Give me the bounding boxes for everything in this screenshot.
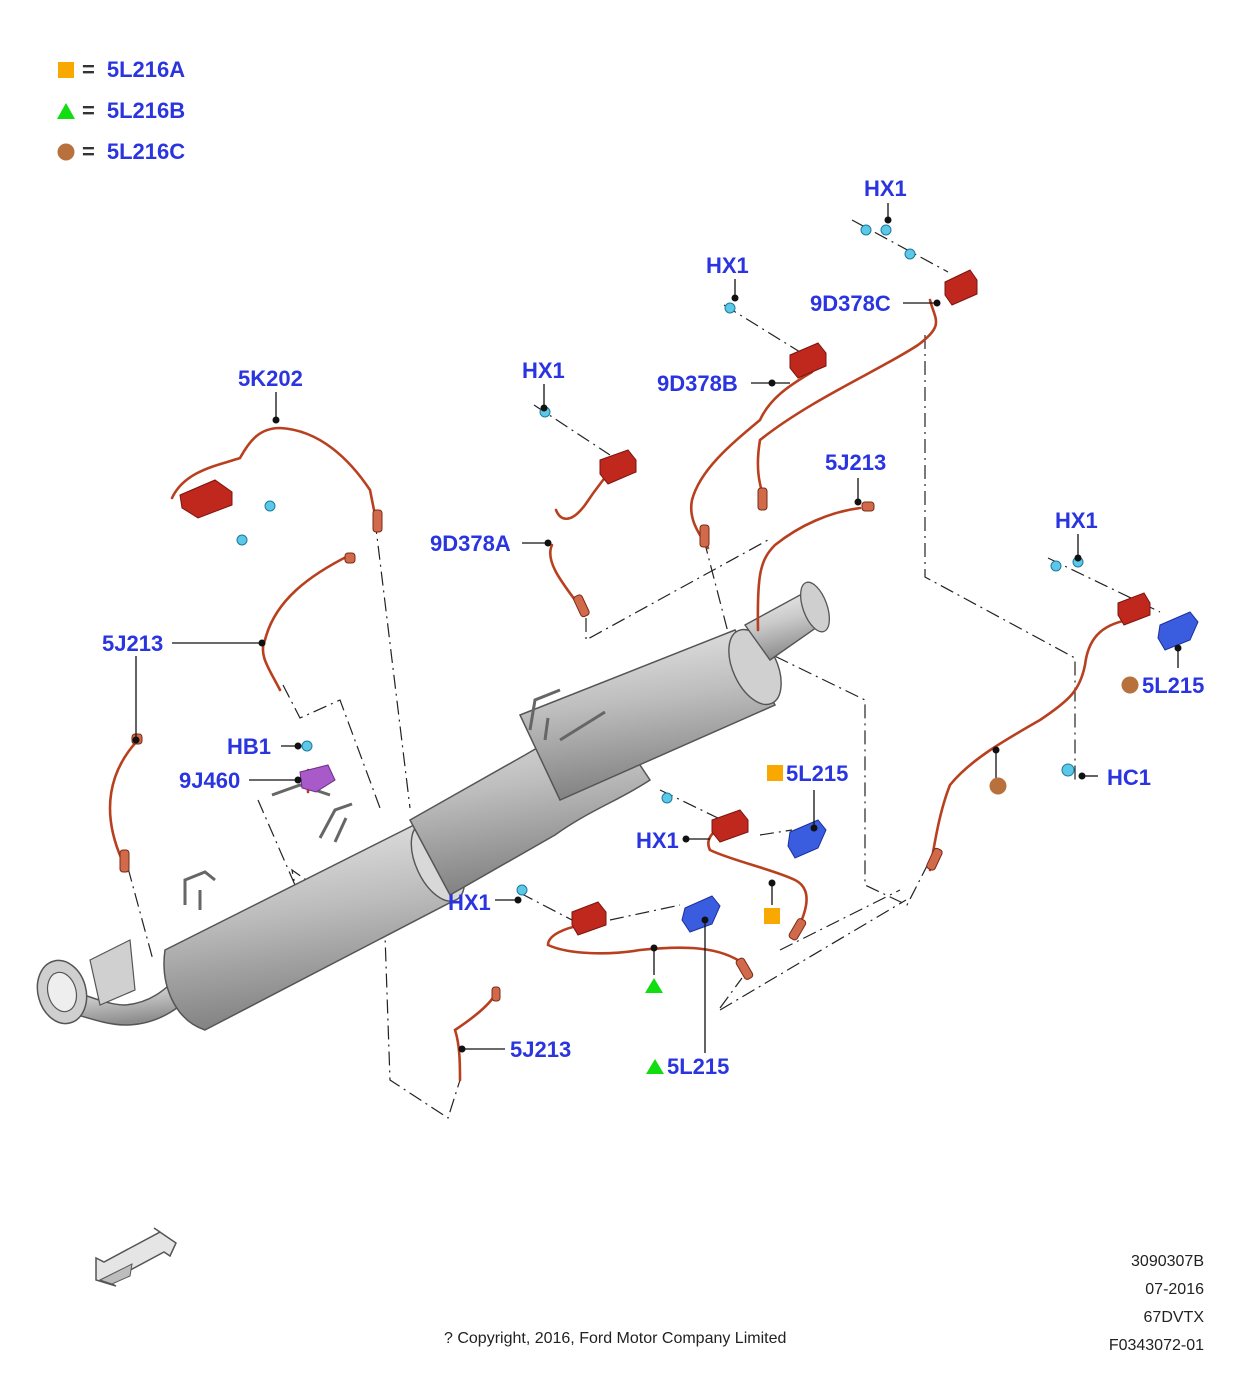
sensor-connectors (179, 269, 1151, 936)
callout-9d378a: 9D378A (430, 531, 511, 556)
legend-code: 5L216B (106, 98, 186, 123)
callout-5j213: 5J213 (510, 1037, 572, 1062)
callout-9d378b: 9D378B (657, 371, 738, 396)
variant-square-icon (767, 765, 783, 781)
copyright-notice: ? Copyright, 2016, Ford Motor Company Li… (444, 1330, 787, 1347)
front-direction-arrow-icon (95, 1227, 177, 1287)
callout-5l215: 5L215 (667, 1054, 730, 1079)
model-code: 67DVTX (1143, 1309, 1204, 1326)
legend-code: 5L216C (106, 139, 186, 164)
callout-9j460: 9J460 (179, 768, 241, 793)
callout-hb1: HB1 (227, 734, 272, 759)
callout-5k202: 5K202 (238, 366, 303, 391)
callout-hx1: HX1 (522, 358, 565, 383)
legend-triangle-icon (57, 103, 75, 119)
callout-5j213: 5J213 (102, 631, 164, 656)
variant-circle-icon (989, 777, 1007, 795)
drawing-date: 07-2016 (1145, 1281, 1204, 1298)
legend-code: 5L216A (106, 57, 186, 82)
drawing-meta: 3090307B 07-2016 67DVTX F0343072-01 (1109, 1248, 1204, 1360)
variant-circle-icon (1121, 676, 1139, 694)
legend-row-triangle: = 5L216B (56, 96, 185, 126)
callout-hc1: HC1 (1107, 765, 1152, 790)
callout-dots (132, 216, 1182, 1053)
callout-hx1: HX1 (1055, 508, 1098, 533)
legend-equals: = (82, 139, 95, 164)
legend-row-square: = 5L216A (56, 55, 185, 85)
callout-5l215: 5L215 (786, 761, 849, 786)
callout-9d378c: 9D378C (810, 291, 891, 316)
variant-square-icon (764, 908, 780, 924)
legend-equals: = (82, 57, 95, 82)
exhaust-assembly (36, 581, 831, 1031)
legend-equals: = (82, 98, 95, 123)
legend-circle-icon (57, 143, 75, 161)
temperature-sensor-9j460 (299, 764, 336, 793)
legend-square-icon (58, 62, 74, 78)
harness-clips (236, 224, 1084, 896)
variant-triangle-icon (645, 978, 663, 993)
callout-hx1: HX1 (636, 828, 679, 853)
callout-hx1: HX1 (448, 890, 491, 915)
callout-hx1: HX1 (864, 176, 907, 201)
variant-triangle-icon (646, 1059, 664, 1074)
legend-row-circle: = 5L216C (56, 137, 185, 167)
figure-id: F0343072-01 (1108, 1337, 1204, 1354)
callout-5j213: 5J213 (825, 450, 887, 475)
drawing-number: 3090307B (1131, 1253, 1204, 1270)
callout-hx1: HX1 (706, 253, 749, 278)
callout-5l215: 5L215 (1142, 673, 1205, 698)
